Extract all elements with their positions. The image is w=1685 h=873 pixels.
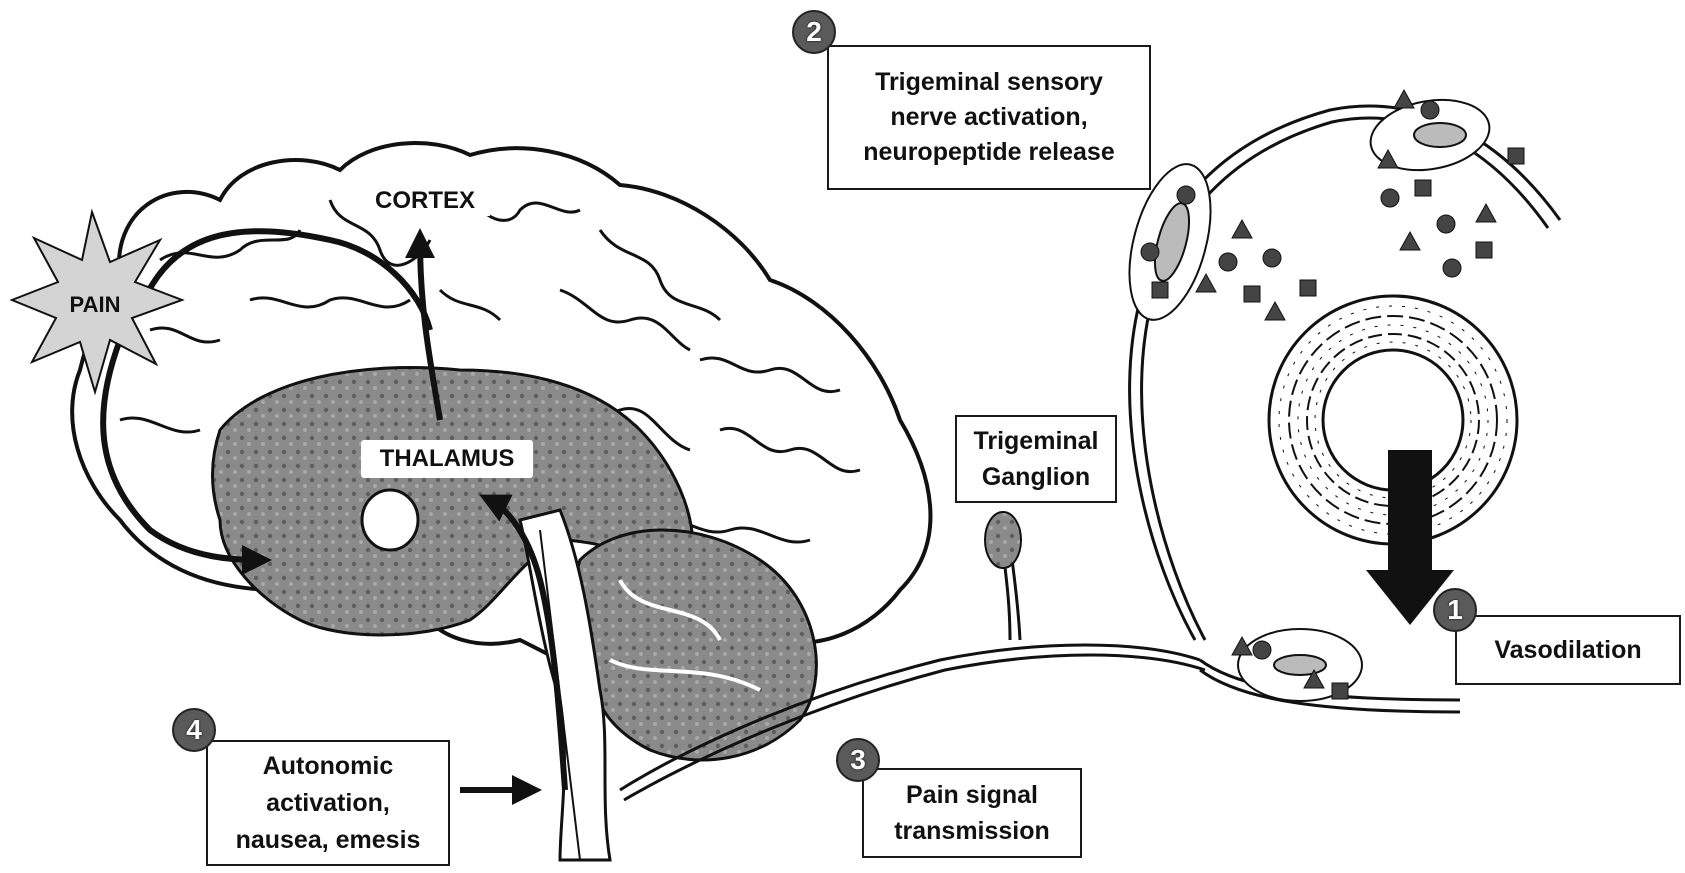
step2-badge: 2 [792, 10, 836, 54]
cortex-label: CORTEX [360, 186, 490, 216]
step2-line-3: neuropeptide release [829, 135, 1149, 170]
step1-badge: 1 [1433, 588, 1477, 632]
step4-line-3: nausea, emesis [208, 822, 448, 859]
step4-badge: 4 [172, 708, 216, 752]
ganglion-line-1: Trigeminal [957, 423, 1115, 459]
step4-line-2: activation, [208, 785, 448, 822]
step2-line-2: nerve activation, [829, 100, 1149, 135]
step2-line-1: Trigeminal sensory [829, 65, 1149, 100]
step2-box: Trigeminal sensory nerve activation, neu… [827, 45, 1151, 190]
step1-box: Vasodilation [1455, 615, 1681, 685]
ganglion-line-2: Ganglion [957, 459, 1115, 495]
step3-line-1: Pain signal [864, 777, 1080, 813]
trigeminal-ganglion-label: Trigeminal Ganglion [955, 415, 1117, 503]
trigeminal-ganglion [985, 512, 1021, 568]
brain [72, 143, 930, 860]
step4-line-1: Autonomic [208, 748, 448, 785]
pain-label: PAIN [55, 290, 135, 320]
step3-box: Pain signal transmission [862, 768, 1082, 858]
step3-badge: 3 [836, 738, 880, 782]
step4-box: Autonomic activation, nausea, emesis [206, 740, 450, 866]
thalamus-label: THALAMUS [361, 440, 533, 478]
step1-line-1: Vasodilation [1457, 632, 1679, 668]
step3-line-2: transmission [864, 813, 1080, 849]
